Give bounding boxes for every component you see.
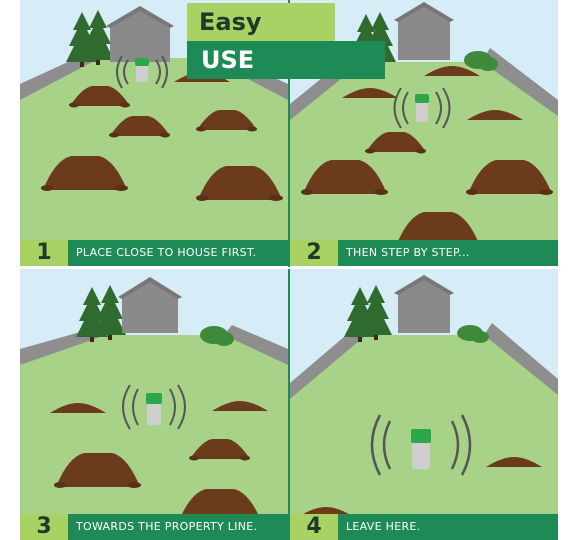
step-text: TOWARDS THE PROPERTY LINE. — [76, 520, 258, 533]
repeller-device — [122, 384, 186, 430]
center-divider-horizontal — [0, 267, 580, 269]
step-number-box — [20, 240, 68, 266]
repeller-device — [116, 55, 168, 89]
step-caption-4: 4 LEAVE HERE. — [290, 514, 558, 540]
center-divider-vertical — [288, 0, 290, 540]
step-text: THEN STEP BY STEP... — [346, 246, 470, 259]
step-text: LEAVE HERE. — [346, 520, 421, 533]
step-caption-1: 1 PLACE CLOSE TO HOUSE FIRST. — [20, 240, 288, 266]
step-number: 2 — [306, 240, 322, 265]
step-number: 1 — [36, 240, 52, 265]
step-caption-2: 2 THEN STEP BY STEP... — [290, 240, 558, 266]
step-text: PLACE CLOSE TO HOUSE FIRST. — [76, 246, 257, 259]
title-easy: Easy — [187, 3, 335, 41]
yard-illustration-4 — [290, 269, 558, 540]
step-caption-3: 3 TOWARDS THE PROPERTY LINE. — [20, 514, 288, 540]
step-number-box — [290, 240, 338, 266]
yard-illustration-3 — [20, 269, 288, 540]
step-number: 4 — [306, 514, 322, 539]
step-panel-4: 4 LEAVE HERE. — [290, 269, 558, 540]
step-number-box — [20, 514, 68, 540]
step-number-box — [290, 514, 338, 540]
step-panel-3: 3 TOWARDS THE PROPERTY LINE. — [20, 269, 288, 540]
title-use: USE — [187, 41, 385, 79]
repeller-device — [370, 414, 472, 476]
step-number: 3 — [36, 514, 52, 539]
repeller-device — [393, 87, 451, 129]
